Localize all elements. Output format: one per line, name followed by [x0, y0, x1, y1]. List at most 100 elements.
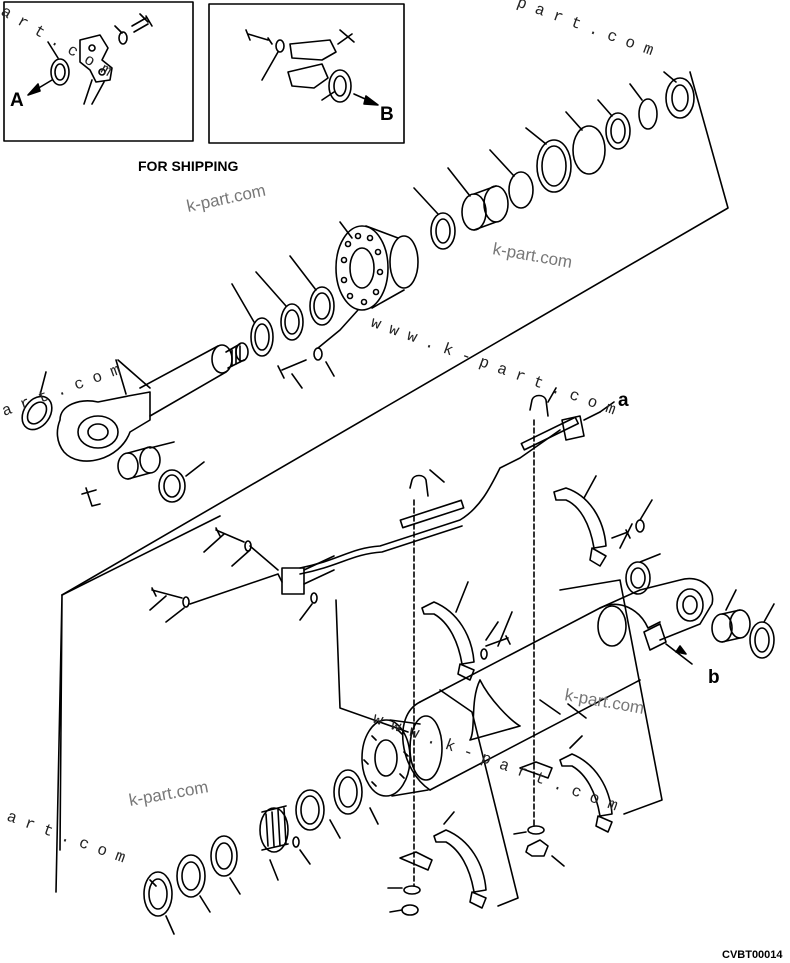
lower-group-frame-left [55, 594, 63, 893]
dust-seal-inner [610, 118, 626, 144]
lower-frame-top-left [61, 515, 221, 596]
pipe-clamp-half-upper [553, 487, 607, 549]
head-bolt-hole [366, 234, 374, 242]
arrow-a-label: A [10, 90, 24, 111]
rod-thread-lines [231, 345, 241, 367]
leader-seal-ring-2 [255, 271, 287, 307]
leader-piston-ring-outer [149, 879, 175, 935]
leader-end-ring [663, 71, 677, 83]
pipe-clamp-mid-foot [457, 663, 475, 681]
cylinder-head [335, 225, 419, 311]
hydraulic-tube [299, 429, 561, 569]
lower-nut-2 [401, 904, 419, 916]
leader-clamp-mid [455, 581, 513, 647]
seal-ring-1 [250, 317, 274, 357]
arrow-b-label: B [380, 104, 394, 125]
head-ring-1 [430, 212, 456, 250]
callout-b-leader [665, 643, 693, 665]
bottom-ring-inner [754, 627, 770, 653]
watermark-spaced-6: a r t . c o m [4, 808, 127, 868]
piston-backup-ring [176, 854, 206, 898]
inset-left-ring [50, 58, 70, 86]
arrow-a-head [27, 83, 41, 96]
inset-right-ring-inner [333, 75, 347, 97]
inset-right-bracket-top [289, 39, 337, 61]
rod-eye-bore [77, 415, 119, 449]
piston-ring-2 [295, 789, 325, 831]
arrow-b-head [363, 95, 379, 106]
leader-seal-ring-1 [231, 283, 255, 323]
callout-b-arrowhead [675, 645, 687, 655]
end-ring-inner [671, 84, 689, 112]
seal-ring-3 [309, 286, 335, 326]
rod-shaft-end [211, 344, 233, 374]
boss-oring-inner [630, 567, 646, 589]
leader-u-bolts [429, 387, 557, 483]
head-bolt-hole [354, 232, 362, 240]
bottom-bushing-back [729, 609, 751, 639]
head-bolt-hole [344, 240, 352, 248]
flange-oring [310, 592, 318, 604]
inset-left [3, 1, 194, 142]
inset-left-frame [3, 1, 194, 142]
tube-flange-bolt [583, 411, 601, 421]
piston-ring-1-inner [338, 776, 358, 808]
hydraulic-tube-2 [299, 525, 463, 575]
head-bushing-back [483, 185, 509, 223]
cylinder-bottom-collar [597, 605, 627, 647]
lower-frame-mid [439, 689, 519, 907]
head-bolt-hole [340, 256, 348, 264]
lower-clamp-foot-2 [469, 891, 487, 909]
snap-ring [508, 171, 534, 209]
bushing-body [127, 446, 151, 480]
bushing-front [117, 452, 139, 480]
seal-ring-2-inner [284, 309, 300, 335]
piston-bore [374, 739, 398, 777]
lower-clamp-half-1 [559, 753, 613, 817]
tube-flange-upper [561, 415, 585, 441]
boss-oring [625, 561, 651, 595]
leader-dust-seal [597, 99, 613, 117]
u-bolt-1 [409, 474, 429, 497]
clamp-bolt-upper [611, 529, 631, 539]
inset-left-bracket-hole [88, 44, 96, 52]
cylinder-tube-front [401, 701, 431, 791]
rod-shaft [139, 345, 227, 417]
lower-clamp-foot-1 [595, 815, 613, 833]
leader-bottom-ring [763, 603, 775, 623]
flange-bolt-2 [151, 587, 183, 599]
leader-lower-clamp-2 [443, 811, 455, 825]
head-ring-1-inner [435, 218, 451, 244]
grease-fitting [81, 487, 101, 507]
piston-rear [409, 715, 443, 781]
head-body-edges [365, 225, 405, 309]
callout-a: a [618, 390, 629, 411]
rod-eye-ring-2-inner [163, 474, 181, 498]
leader-head-bushing [447, 167, 471, 197]
head-bolt [277, 359, 307, 379]
tube-flange-block [281, 567, 305, 595]
leader-piston-nut [269, 849, 311, 881]
backup-ring [572, 125, 606, 175]
leader-rod-eye-seal [39, 371, 47, 396]
rod-eye-end [56, 342, 249, 462]
clamp-washer-mid [480, 648, 488, 660]
inset-left-bracket-hole-2 [98, 68, 106, 76]
inset-right-bracket-bottom [287, 63, 329, 89]
head-washer [313, 347, 323, 361]
tube-flange-pipe [303, 555, 335, 585]
head-bolt-hole [346, 292, 354, 300]
inset-left-washer [118, 31, 128, 45]
watermark-kpart-2: k-part.com [491, 239, 573, 272]
leader-piston-backup-ring [199, 895, 211, 913]
flange-washer-2 [182, 596, 190, 608]
inset-right [208, 3, 405, 144]
piston-nut [292, 836, 300, 848]
head-bolt-hole [340, 276, 348, 284]
leader-boss-oring [639, 553, 661, 563]
leader-small-ring [629, 83, 643, 101]
leader-rod [115, 359, 151, 395]
leader-lower-nut-1 [513, 831, 565, 867]
piston-ring-2-inner [300, 795, 320, 825]
leader-piston-seal-ring [229, 877, 241, 895]
